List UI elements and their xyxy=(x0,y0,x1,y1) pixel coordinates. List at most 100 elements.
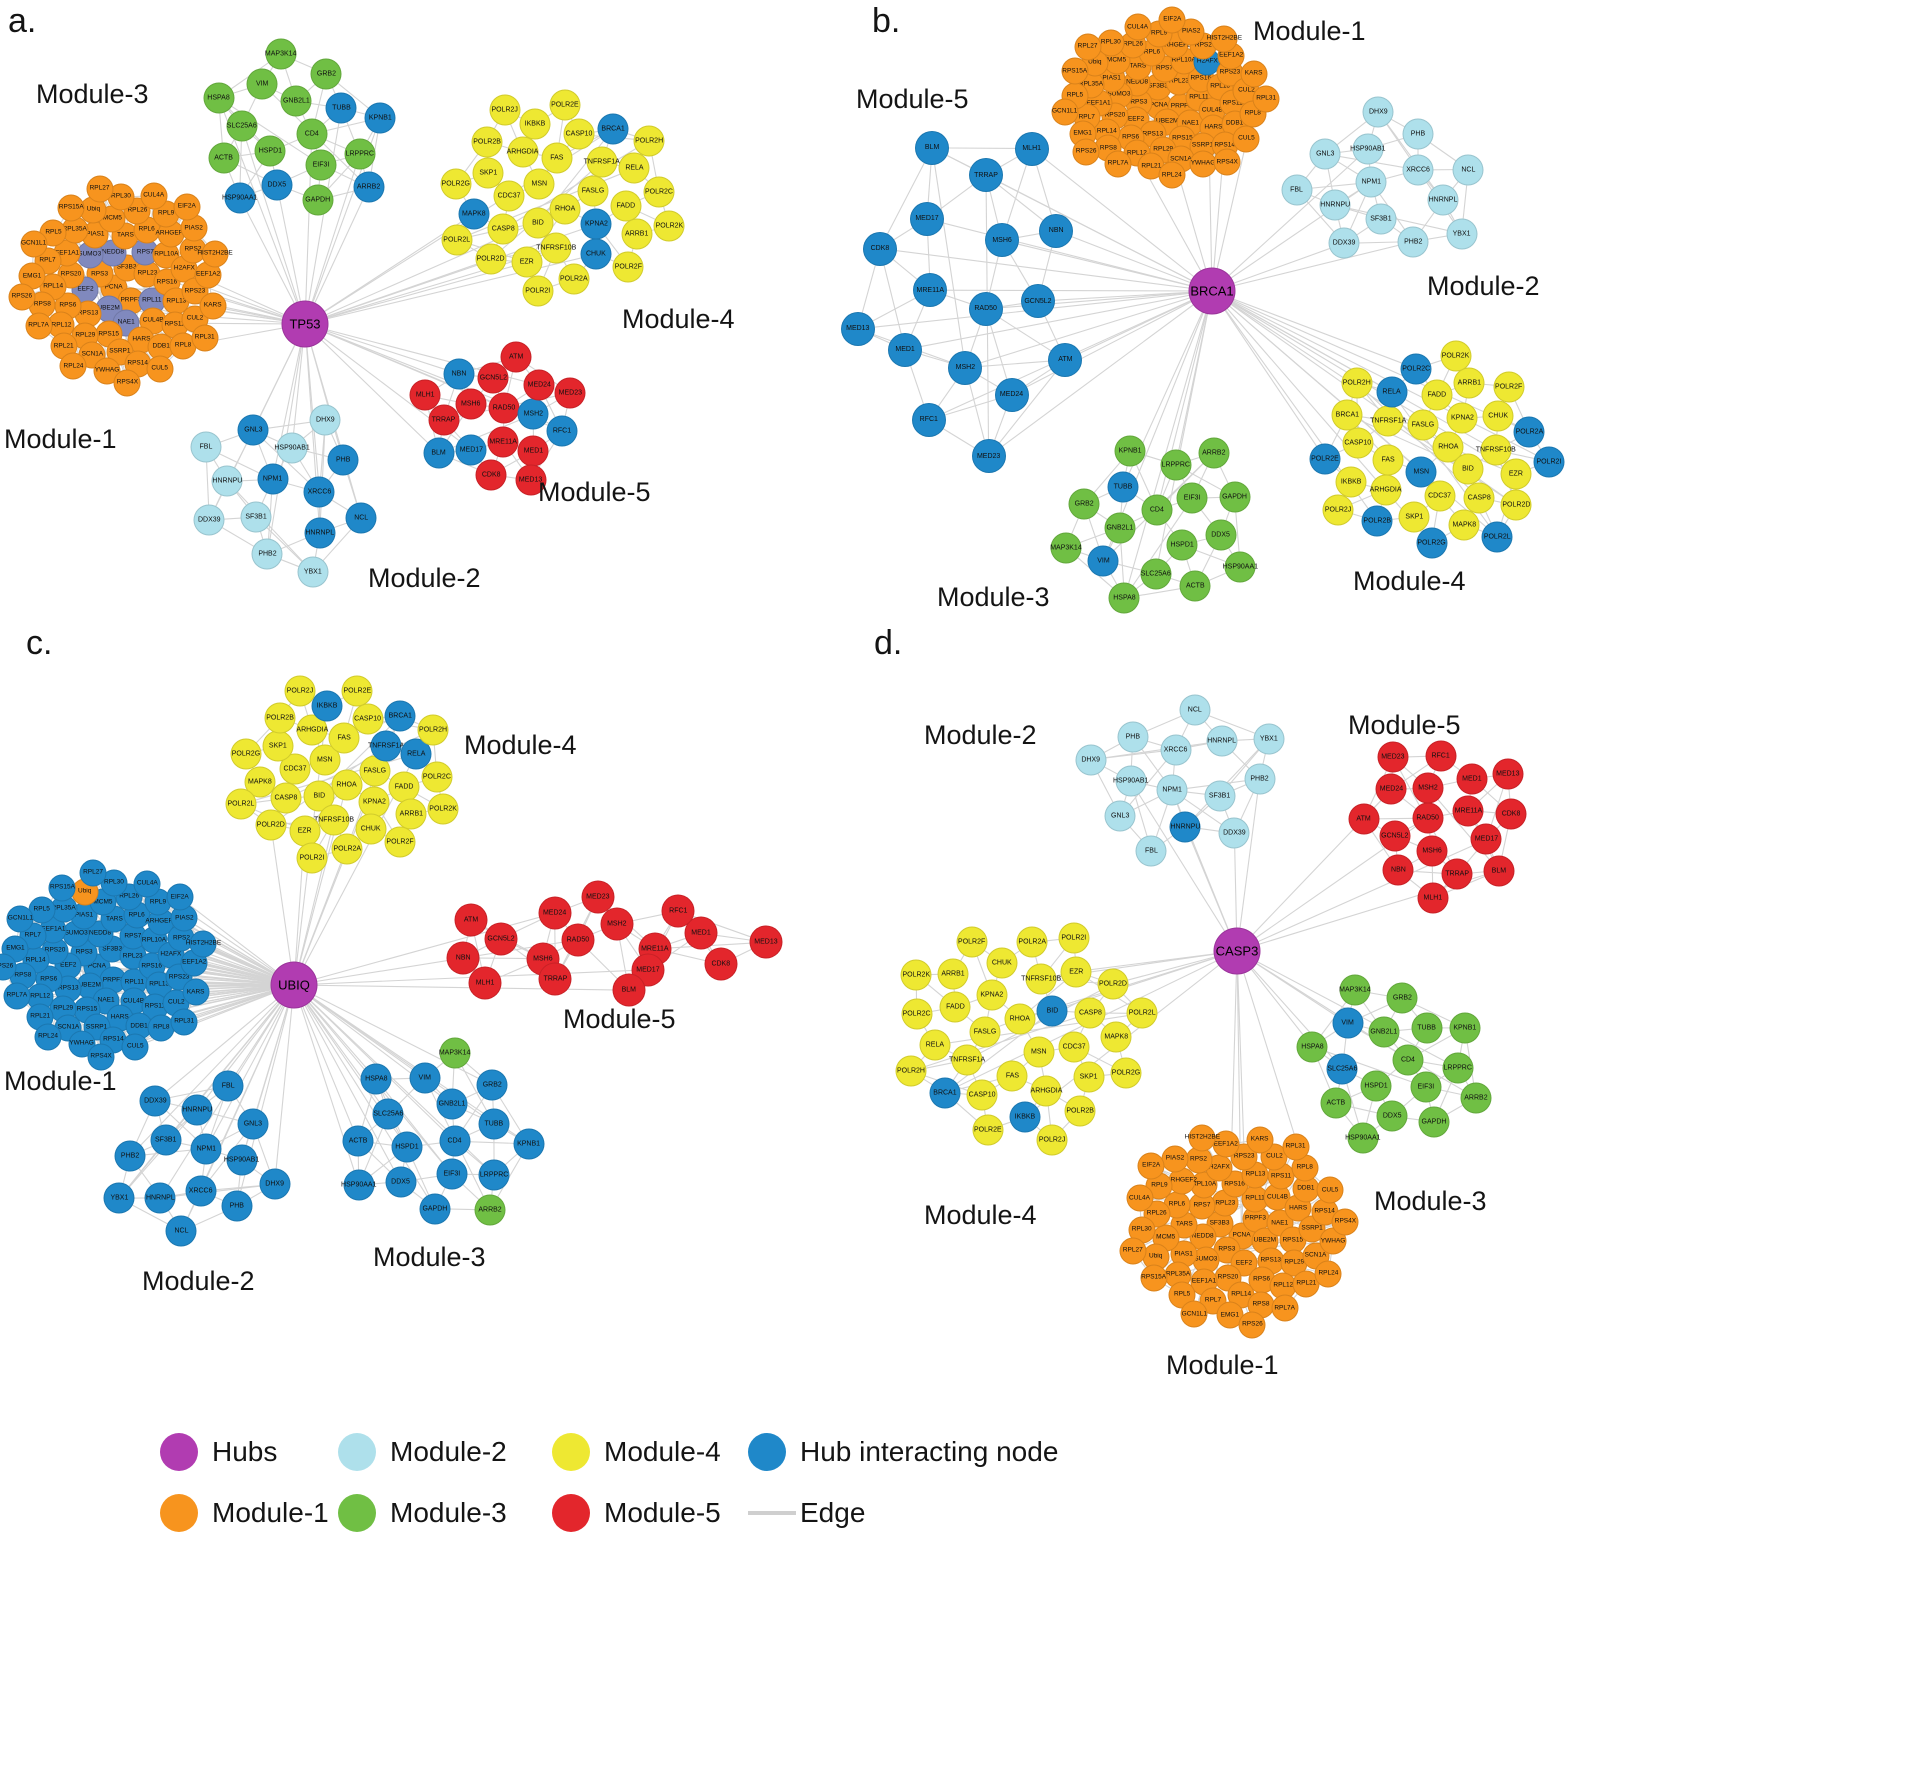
gene-node-KARS: KARS xyxy=(182,978,210,1006)
gene-node-MED13: MED13 xyxy=(1492,758,1524,790)
gene-node-CHUK: CHUK xyxy=(1482,400,1514,432)
edge xyxy=(904,290,1213,351)
gene-node-RPS26: RPS26 xyxy=(8,283,36,311)
gene-node-RPL24: RPL24 xyxy=(1158,161,1186,189)
gene-node-DDX5: DDX5 xyxy=(1376,1100,1408,1132)
gene-node-MED24: MED24 xyxy=(994,377,1029,412)
gene-node-GAPDH: GAPDH xyxy=(1418,1106,1450,1138)
legend-label-module2: Module-2 xyxy=(390,1436,507,1467)
gene-node-CD4: CD4 xyxy=(1141,494,1173,526)
edge xyxy=(293,984,629,991)
gene-node-FBL: FBL xyxy=(190,431,222,463)
module-label-a-module-2: Module-2 xyxy=(368,563,481,593)
edge xyxy=(118,984,295,1199)
gene-node-NPM1: NPM1 xyxy=(1156,774,1188,806)
gene-node-XRCC6: XRCC6 xyxy=(185,1175,217,1207)
gene-node-MSH2: MSH2 xyxy=(600,907,634,941)
gene-node-NPM1: NPM1 xyxy=(1355,166,1387,198)
gene-node-RHOA: RHOA xyxy=(549,193,581,225)
gene-node-EIF3I: EIF3I xyxy=(1410,1071,1442,1103)
edge xyxy=(1090,740,1222,761)
gene-node-MED13: MED13 xyxy=(749,925,783,959)
gene-node-RPL8: RPL8 xyxy=(169,332,197,360)
module-label-c-module-5: Module-5 xyxy=(563,1004,676,1034)
gene-node-HSP90AA1: HSP90AA1 xyxy=(1345,1122,1381,1154)
gene-node-NBN: NBN xyxy=(1382,854,1414,886)
gene-node-RPS26: RPS26 xyxy=(1238,1311,1266,1339)
gene-node-POLR2G: POLR2G xyxy=(440,168,472,200)
edge xyxy=(226,481,314,573)
gene-node-POLR2B: POLR2B xyxy=(264,702,296,734)
gene-node-GRB2: GRB2 xyxy=(476,1069,508,1101)
gene-node-VIM: VIM xyxy=(1332,1007,1364,1039)
gene-node-RPL31: RPL31 xyxy=(1282,1133,1309,1161)
legend-swatch-module5 xyxy=(552,1494,590,1532)
edge xyxy=(1236,838,1487,952)
gene-node-HSPA8: HSPA8 xyxy=(1108,582,1140,614)
gene-node-POLR2J: POLR2J xyxy=(1036,1124,1068,1156)
gene-node-POLR2L: POLR2L xyxy=(225,788,257,820)
gene-node-CDK8: CDK8 xyxy=(704,947,738,981)
gene-node-SF3B1: SF3B1 xyxy=(240,501,272,533)
gene-node-MSH2: MSH2 xyxy=(948,350,983,385)
gene-node-CD4: CD4 xyxy=(1392,1044,1424,1076)
edge xyxy=(304,323,439,454)
gene-node-SLC25A6: SLC25A6 xyxy=(226,110,258,142)
gene-node-POLR2E: POLR2E xyxy=(341,675,373,707)
module-label-c-module-1: Module-1 xyxy=(4,1066,117,1096)
gene-node-GAPDH: GAPDH xyxy=(419,1193,451,1225)
gene-node-GCN5L2: GCN5L2 xyxy=(1379,820,1411,852)
gene-node-GNB2L1: GNB2L1 xyxy=(1368,1016,1400,1048)
gene-node-CASP10: CASP10 xyxy=(966,1079,998,1111)
gene-node-GCN5L2: GCN5L2 xyxy=(484,922,518,956)
gene-node-XRCC6: XRCC6 xyxy=(303,476,335,508)
gene-node-GRB2: GRB2 xyxy=(1068,488,1100,520)
gene-node-FASLG: FASLG xyxy=(1407,409,1439,441)
legend-label-module4: Module-4 xyxy=(604,1436,721,1467)
edge xyxy=(319,420,326,533)
gene-node-IKBKB: IKBKB xyxy=(1009,1101,1041,1133)
gene-node-BLM: BLM xyxy=(423,437,455,469)
legend-label-module3: Module-3 xyxy=(390,1497,507,1528)
gene-node-TNFRSF1A: TNFRSF1A xyxy=(1370,405,1406,437)
gene-node-POLR2B: POLR2B xyxy=(471,126,503,158)
gene-node-FASLG: FASLG xyxy=(969,1016,1001,1048)
module-label-b-module-4: Module-4 xyxy=(1353,566,1466,596)
gene-node-EIF2A: EIF2A xyxy=(166,883,194,911)
gene-node-HIST2H2BE: HIST2H2BE xyxy=(1207,25,1242,53)
gene-node-MED17: MED17 xyxy=(455,434,487,466)
gene-node-MAPK8: MAPK8 xyxy=(1100,1021,1132,1053)
gene-node-HNRNPU: HNRNPU xyxy=(1169,811,1201,843)
edge xyxy=(930,289,1213,292)
gene-node-DDX5: DDX5 xyxy=(1205,519,1237,551)
gene-node-ARRB1: ARRB1 xyxy=(937,958,969,990)
gene-node-FBL: FBL xyxy=(1135,835,1167,867)
gene-node-RPL24: RPL24 xyxy=(34,1023,62,1051)
gene-node-RPL7A: RPL7A xyxy=(25,312,53,340)
gene-node-MSN: MSN xyxy=(523,168,555,200)
gene-node-EMG1: EMG1 xyxy=(1216,1301,1244,1329)
gene-node-BRCA1: BRCA1 xyxy=(1331,399,1363,431)
gene-node-SF3B1: SF3B1 xyxy=(1365,203,1397,235)
gene-node-POLR2J: POLR2J xyxy=(284,675,316,707)
edge xyxy=(1175,290,1213,465)
module-label-a-module-1: Module-1 xyxy=(4,424,117,454)
gene-node-RPS15A: RPS15A xyxy=(1061,57,1089,85)
gene-node-CASP8: CASP8 xyxy=(270,782,302,814)
gene-node-PHB: PHB xyxy=(327,444,359,476)
gene-node-EZR: EZR xyxy=(511,246,543,278)
gene-node-TNFRSF1A: TNFRSF1A xyxy=(368,730,404,762)
gene-node-RPL7A: RPL7A xyxy=(3,982,31,1010)
panel-letter-d: d. xyxy=(874,624,903,662)
gene-node-MED24: MED24 xyxy=(1375,773,1407,805)
legend-label-hi: Hub interacting node xyxy=(800,1436,1059,1467)
gene-node-ACTB: ACTB xyxy=(208,142,240,174)
gene-node-GCN1L1: GCN1L1 xyxy=(1051,98,1079,126)
gene-node-EIF2A: EIF2A xyxy=(173,193,201,221)
module-label-a-module-5: Module-5 xyxy=(538,477,651,507)
gene-node-HIST2H2BE: HIST2H2BE xyxy=(1185,1124,1220,1152)
gene-node-CDK8: CDK8 xyxy=(1495,798,1527,830)
gene-node-CUL4A: CUL4A xyxy=(1126,1184,1153,1212)
legend-swatch-module1 xyxy=(160,1494,198,1532)
